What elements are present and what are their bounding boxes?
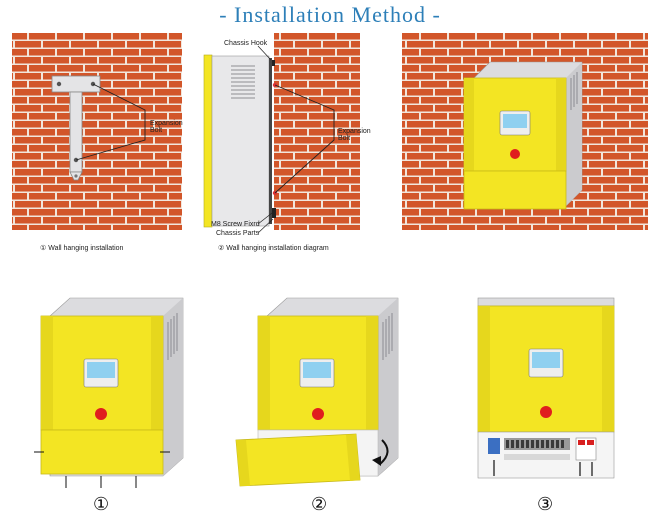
step-number-2: ②	[311, 494, 328, 515]
step-number-1: ①	[93, 494, 110, 515]
mounted-unit	[463, 61, 583, 210]
page-title: - Installation Method -	[219, 2, 441, 27]
m8-screw-label: M8 Screw Fixrd	[211, 221, 260, 228]
brick-wall-1	[12, 33, 182, 230]
step-number-3: ③	[537, 494, 554, 515]
side-view-unit	[203, 54, 278, 228]
caption-wall-hanging-diagram: ② Wall hanging installation diagram	[218, 245, 329, 252]
unit-step-3	[477, 297, 615, 479]
expansion-bolt-label-2: Expansion Bolt	[338, 128, 371, 142]
brick-wall-2	[274, 33, 360, 230]
wall-bracket	[51, 75, 101, 181]
unit-step-2	[235, 297, 399, 487]
chassis-hook-label: Chassis Hook	[224, 40, 268, 47]
caption-wall-hanging-installation: ① Wall hanging installation	[40, 245, 124, 252]
chassis-parts-label: Chassis Parts	[216, 230, 260, 237]
expansion-bolt-label-1: Expansion Bolt	[150, 120, 183, 134]
unit-step-1	[34, 297, 184, 488]
